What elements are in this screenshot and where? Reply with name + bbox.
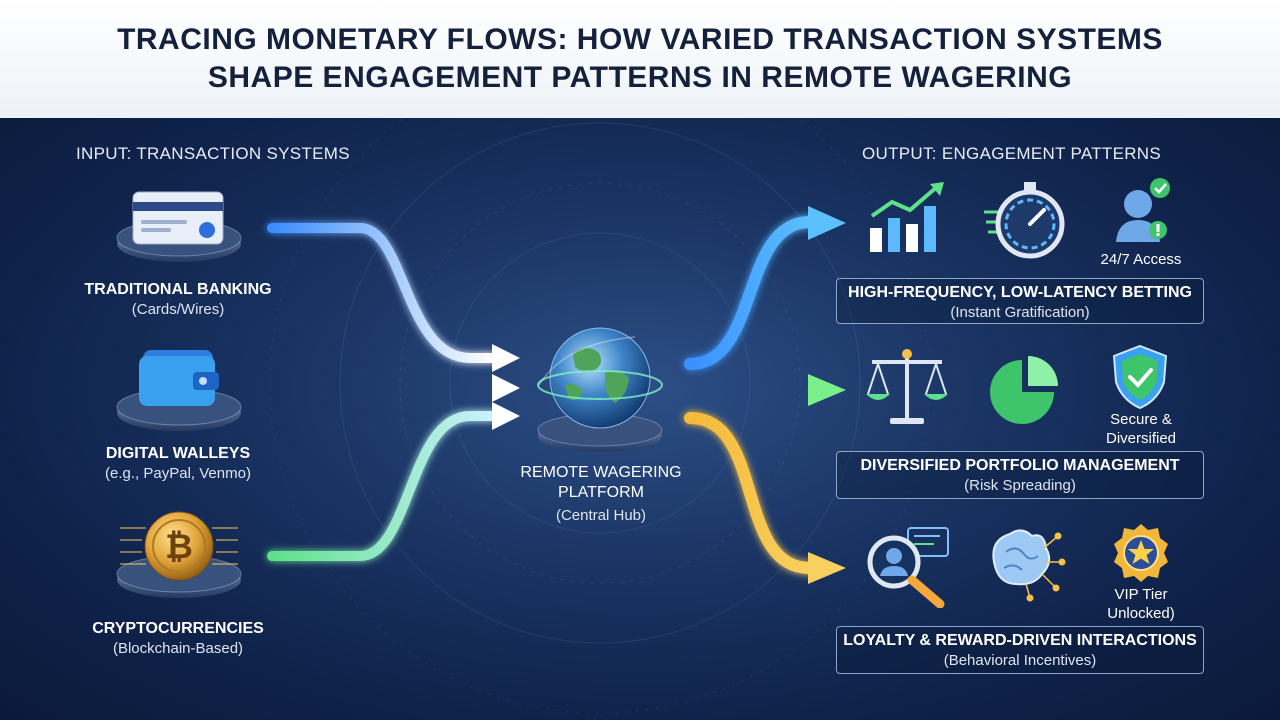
source-detail: (Cards/Wires) bbox=[131, 301, 225, 318]
svg-text:₿: ₿ bbox=[165, 527, 193, 567]
star-badge-icon bbox=[1114, 524, 1168, 582]
pattern-detail: (Instant Gratification) bbox=[950, 304, 1090, 321]
pattern-box-diversified-portfolio: DIVERSIFIED PORTFOLIO MANAGEMENT (Risk S… bbox=[836, 451, 1204, 499]
source-detail: (e.g., PayPal, Venmo) bbox=[105, 465, 251, 482]
source-name: TRADITIONAL BANKING bbox=[84, 281, 272, 298]
title-line-2: SHAPE ENGAGEMENT PATTERNS IN REMOTE WAGE… bbox=[207, 61, 1073, 94]
brain-network-icon bbox=[992, 529, 1066, 602]
source-label-digital-wallets: DIGITAL WALLEYS (e.g., PayPal, Venmo) bbox=[28, 445, 328, 482]
pattern-box-loyalty-reward: LOYALTY & REWARD-DRIVEN INTERACTIONS (Be… bbox=[836, 626, 1204, 674]
pattern-name: HIGH-FREQUENCY, LOW-LATENCY BETTING bbox=[848, 284, 1192, 301]
stopwatch-icon bbox=[984, 182, 1065, 259]
pattern-3-caption-line-2: Unlocked) bbox=[1107, 605, 1175, 622]
user-check-icon bbox=[1116, 178, 1170, 242]
pie-chart-icon bbox=[990, 356, 1058, 424]
pattern-box-high-frequency: HIGH-FREQUENCY, LOW-LATENCY BETTING (Ins… bbox=[836, 278, 1204, 324]
globe-icon bbox=[537, 327, 663, 429]
pattern-detail: (Risk Spreading) bbox=[964, 477, 1076, 494]
source-label-cryptocurrencies: CRYPTOCURRENCIES (Blockchain-Based) bbox=[28, 620, 328, 657]
bar-chart-icon bbox=[870, 182, 944, 252]
shield-check-icon bbox=[1112, 344, 1168, 410]
source-name: CRYPTOCURRENCIES bbox=[92, 620, 264, 637]
pattern-2-caption-line-2: Diversified bbox=[1105, 430, 1177, 447]
diagram-stage: INPUT: TRANSACTION SYSTEMS OUTPUT: ENGAG… bbox=[0, 118, 1280, 720]
bitcoin-icon: ₿ bbox=[120, 511, 238, 581]
scales-icon bbox=[866, 349, 948, 424]
source-label-traditional-banking: TRADITIONAL BANKING (Cards/Wires) bbox=[28, 281, 328, 318]
input-heading: INPUT: TRANSACTION SYSTEMS bbox=[76, 144, 350, 163]
hub-line-2: PLATFORM bbox=[558, 484, 644, 501]
pattern-detail: (Behavioral Incentives) bbox=[943, 652, 1097, 669]
pattern-name: DIVERSIFIED PORTFOLIO MANAGEMENT bbox=[860, 457, 1180, 474]
wallet-icon bbox=[139, 350, 219, 406]
magnifier-user-icon bbox=[867, 527, 949, 608]
pattern-3-caption-line-1: VIP Tier bbox=[1114, 586, 1168, 603]
header: TRACING MONETARY FLOWS: HOW VARIED TRANS… bbox=[0, 0, 1280, 118]
title-line-1: TRACING MONETARY FLOWS: HOW VARIED TRANS… bbox=[117, 23, 1163, 56]
hub-line-1: REMOTE WAGERING bbox=[520, 464, 682, 481]
hub-label: REMOTE WAGERING PLATFORM (Central Hub) bbox=[481, 463, 721, 524]
hub-detail: (Central Hub) bbox=[555, 507, 647, 524]
pattern-name: LOYALTY & REWARD-DRIVEN INTERACTIONS bbox=[843, 632, 1197, 649]
source-detail: (Blockchain-Based) bbox=[112, 640, 244, 657]
credit-card-icon bbox=[132, 191, 224, 245]
source-name: DIGITAL WALLEYS bbox=[105, 445, 251, 462]
output-heading: OUTPUT: ENGAGEMENT PATTERNS bbox=[862, 144, 1162, 163]
pattern-1-caption: 24/7 Access bbox=[1100, 251, 1182, 268]
pattern-2-caption-line-1: Secure & bbox=[1110, 411, 1172, 428]
